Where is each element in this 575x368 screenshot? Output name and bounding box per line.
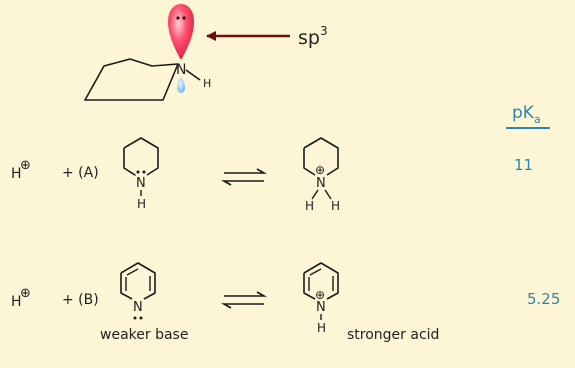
acid-charge: ⊕ xyxy=(315,288,325,302)
lone-pair-dot xyxy=(136,170,140,174)
n-h-bond xyxy=(324,189,332,200)
base-caption: weaker base xyxy=(100,327,188,343)
reaction-b: H ⊕ + (B) N weaker base ⊕ N H stronger a… xyxy=(11,262,560,343)
sp3-orbital xyxy=(168,4,194,93)
acid-h-label: H xyxy=(317,321,326,335)
atom-h-label: H xyxy=(203,77,211,90)
acid-h2-label: H xyxy=(331,199,340,213)
reaction-a: H ⊕ + (A) N H N ⊕ H H 11 xyxy=(11,137,533,213)
proton-charge: ⊕ xyxy=(20,158,31,173)
acid-caption: stronger acid xyxy=(347,327,439,343)
equilibrium-arrows xyxy=(220,168,268,186)
plus-label: + (B) xyxy=(62,292,99,308)
lone-pair-lobe xyxy=(168,4,194,60)
base-n-label: N xyxy=(136,176,146,191)
lone-pair-dot xyxy=(142,170,146,174)
proton-label: H xyxy=(11,166,22,182)
chair-ring-bonds xyxy=(84,58,179,101)
acid-h1-label: H xyxy=(305,199,314,213)
pyridinium-ring xyxy=(303,262,339,300)
lone-pair-dot xyxy=(139,316,143,320)
piperidine-ring xyxy=(123,137,159,176)
n-h-bond xyxy=(185,69,201,81)
acid-charge: ⊕ xyxy=(315,163,325,177)
proton-label: H xyxy=(11,294,22,310)
pka-value-a: 11 xyxy=(514,156,533,174)
lone-pair-dot xyxy=(182,16,186,20)
aromatic-double-bonds xyxy=(308,268,334,291)
pka-value-b: 5.25 xyxy=(527,290,560,308)
small-orbital-lobe xyxy=(177,77,185,93)
equilibrium-arrows xyxy=(220,291,268,309)
pyridine-ring xyxy=(120,262,156,300)
hybridization-label: sp3 xyxy=(298,24,328,49)
base-n-label: N xyxy=(133,300,143,315)
n-h-bond xyxy=(311,189,319,200)
lone-pair-dot xyxy=(133,316,137,320)
plus-label: + (A) xyxy=(62,165,99,181)
piperidinium-ring xyxy=(303,137,339,176)
acid-n-label: N xyxy=(316,300,326,315)
atom-n-label: N xyxy=(176,62,186,78)
acid-n-label: N xyxy=(316,176,326,191)
proton-charge: ⊕ xyxy=(20,286,31,301)
lone-pair-dot xyxy=(176,16,180,20)
aromatic-double-bonds xyxy=(125,268,151,291)
piperidine-chair xyxy=(84,58,201,101)
pka-header: pKa xyxy=(512,103,541,126)
base-h-label: H xyxy=(137,197,146,211)
